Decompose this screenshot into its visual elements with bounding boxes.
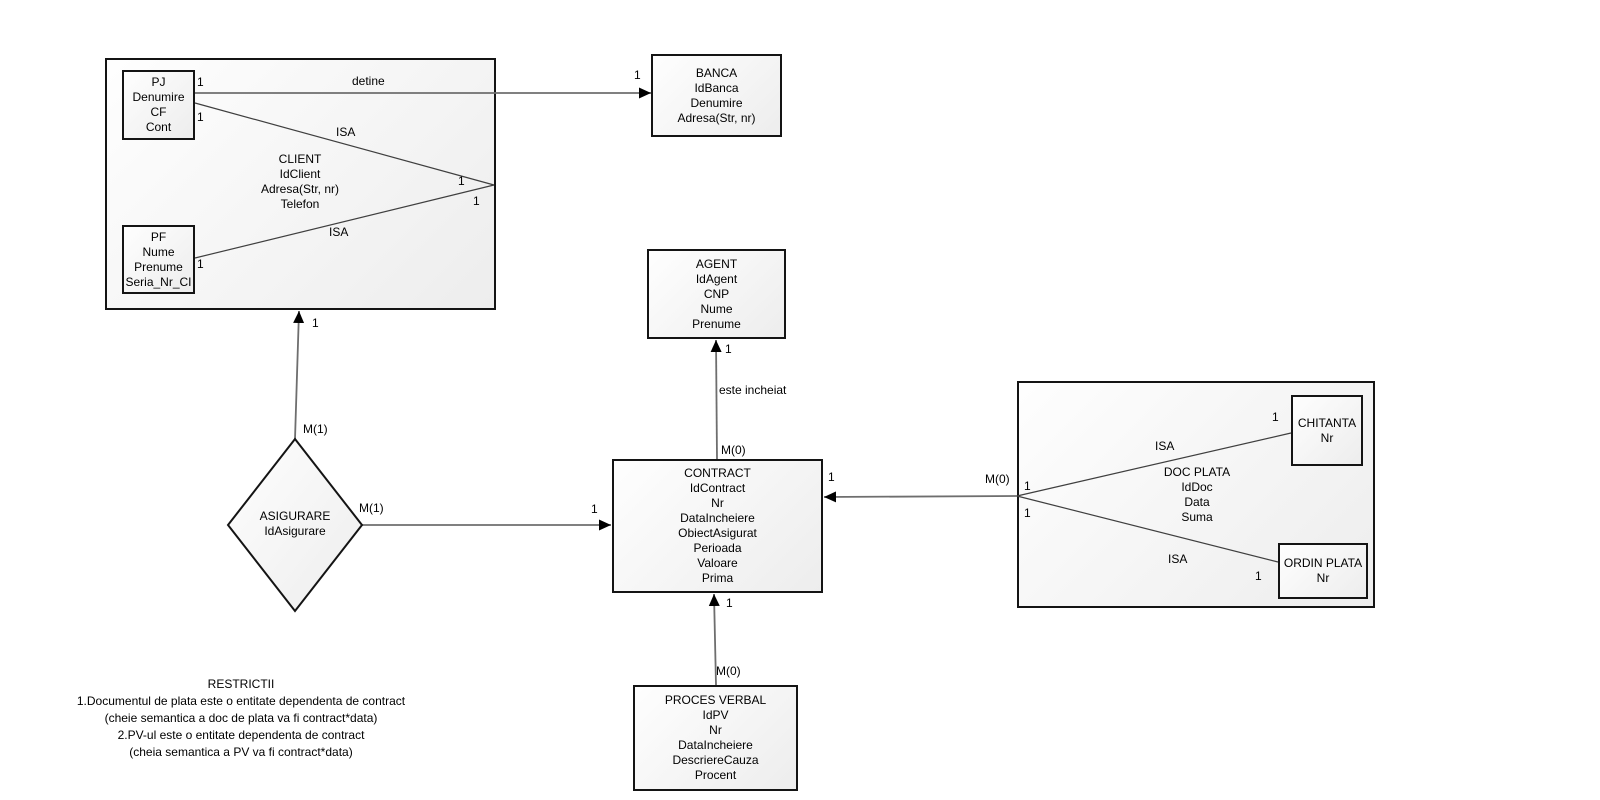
entity-chitanta[interactable]: CHITANTA Nr	[1291, 395, 1363, 466]
entity-agent[interactable]: AGENT IdAgent CNP Nume Prenume	[647, 249, 786, 339]
entity-attribute: Prima	[701, 571, 734, 585]
edge-contract-este-incheiat-agent[interactable]	[710, 339, 722, 460]
edge-isa-chitanta-docplata[interactable]	[1016, 432, 1292, 497]
cardinality-proces-verbal-top: M(0)	[716, 664, 741, 678]
edge-isa-pj-client[interactable]	[194, 102, 495, 186]
entity-client-label: CLIENT IdClient Adresa(Str, nr) Telefon	[200, 152, 400, 212]
cardinality-contract-left: 1	[591, 502, 598, 516]
cardinality-contract-top: M(0)	[721, 443, 746, 457]
entity-attribute: Adresa(Str, nr)	[260, 182, 340, 196]
entity-attribute: Nume	[142, 244, 175, 259]
entity-attribute: DescriereCauza	[672, 753, 759, 767]
entity-attribute: ObiectAsigurat	[678, 526, 757, 540]
cardinality-docplata-isa-top: 1	[1024, 479, 1031, 493]
edge-procesverbal-contract[interactable]	[708, 593, 720, 686]
edge-isa-ordinplata-docplata[interactable]	[1016, 495, 1279, 563]
cardinality-client-isa-top: 1	[458, 174, 465, 188]
entity-attribute: Prenume	[692, 316, 741, 331]
entity-name: CLIENT	[278, 152, 322, 166]
entity-pj[interactable]: PJ Denumire CF Cont	[122, 70, 195, 140]
cardinality-chitanta: 1	[1272, 410, 1279, 424]
restrictions-line-3: 2.PV-ul este o entitate dependenta de co…	[117, 728, 365, 742]
cardinality-asigurare-top: M(1)	[303, 422, 328, 436]
relationship-asigurare-label: ASIGURARE IdAsigurare	[235, 509, 355, 539]
entity-name: ORDIN PLATA	[1283, 556, 1363, 570]
restrictions-line-2: (cheie semantica a doc de plata va fi co…	[104, 711, 378, 725]
edge-label-detine: detine	[352, 74, 385, 88]
entity-banca[interactable]: BANCA IdBanca Denumire Adresa(Str, nr)	[651, 54, 782, 137]
entity-attribute: Nume	[700, 301, 733, 316]
edge-docplata-contract[interactable]	[823, 491, 1018, 503]
cardinality-docplata-left: M(0)	[985, 472, 1010, 486]
cardinality-docplata-isa-bottom: 1	[1024, 506, 1031, 520]
entity-name: PF	[150, 229, 167, 244]
entity-name: AGENT	[695, 256, 738, 271]
entity-attribute: IdClient	[279, 167, 321, 181]
relationship-attribute: IdAsigurare	[264, 524, 326, 538]
entity-attribute: Prenume	[134, 259, 183, 274]
entity-name: CONTRACT	[684, 466, 751, 480]
entity-attribute: IdAgent	[695, 271, 738, 286]
entity-attribute: Procent	[694, 768, 737, 782]
cardinality-banca: 1	[634, 68, 641, 82]
entity-attribute: Nr	[711, 496, 724, 510]
cardinality-agent: 1	[725, 342, 732, 356]
entity-contract[interactable]: CONTRACT IdContract Nr DataIncheiere Obi…	[612, 459, 823, 593]
cardinality-pf-isa: 1	[197, 257, 204, 271]
entity-attribute: Denumire	[132, 90, 185, 104]
entity-name: PJ	[151, 75, 166, 89]
entity-attribute: IdDoc	[1181, 480, 1213, 494]
cardinality-contract-bottom: 1	[726, 596, 733, 610]
cardinality-pj-detine: 1	[197, 75, 204, 89]
cardinality-asigurare-right: M(1)	[359, 501, 384, 515]
entity-pf[interactable]: PF Nume Prenume Seria_Nr_CI	[122, 225, 195, 294]
cardinality-pj-isa: 1	[197, 110, 204, 124]
entity-attribute: Nr	[709, 723, 722, 737]
entity-attribute: Cont	[145, 120, 172, 134]
entity-name: CHITANTA	[1297, 415, 1357, 430]
entity-attribute: DataIncheiere	[680, 511, 755, 525]
entity-attribute: Telefon	[280, 197, 320, 211]
cardinality-contract-right: 1	[828, 470, 835, 484]
entity-attribute: CF	[150, 105, 167, 119]
edge-label-isa-pj: ISA	[336, 125, 356, 139]
edge-label-este-incheiat: este incheiat	[719, 383, 787, 397]
entity-attribute: DataIncheiere	[678, 738, 753, 752]
restrictions-line-4: (cheia semantica a PV va fi contract*dat…	[129, 745, 353, 759]
entity-attribute: Adresa(Str, nr)	[677, 110, 756, 125]
entity-attribute: IdPV	[702, 708, 729, 722]
entity-name: PROCES VERBAL	[664, 693, 767, 707]
entity-attribute: CNP	[703, 286, 730, 301]
cardinality-client-isa-bottom: 1	[473, 194, 480, 208]
entity-attribute: Valoare	[697, 556, 738, 570]
entity-attribute: IdBanca	[694, 80, 739, 95]
entity-attribute: Seria_Nr_CI	[125, 274, 192, 289]
cardinality-ordin-plata: 1	[1255, 569, 1262, 583]
edge-isa-pf-client[interactable]	[194, 184, 495, 259]
entity-name: BANCA	[695, 65, 738, 80]
entity-name: DOC PLATA	[1163, 465, 1231, 479]
edge-asigurare-client[interactable]	[293, 310, 305, 440]
entity-doc-plata-label: DOC PLATA IdDoc Data Suma	[1117, 465, 1277, 525]
entity-ordin-plata[interactable]: ORDIN PLATA Nr	[1278, 543, 1368, 599]
edge-label-isa-pf: ISA	[329, 225, 349, 239]
entity-attribute: Nr	[1320, 430, 1334, 445]
entity-proces-verbal[interactable]: PROCES VERBAL IdPV Nr DataIncheiere Desc…	[633, 685, 798, 791]
entity-attribute: Nr	[1316, 571, 1330, 585]
entity-attribute: Perioada	[693, 541, 742, 555]
relationship-asigurare-diamond[interactable]	[226, 437, 364, 613]
restrictions-note: RESTRICTII 1.Documentul de plata este o …	[31, 676, 451, 761]
entity-attribute: Data	[1184, 495, 1210, 509]
entity-attribute: IdContract	[689, 481, 746, 495]
relationship-name: ASIGURARE	[259, 509, 331, 523]
restrictions-line-1: 1.Documentul de plata este o entitate de…	[76, 694, 406, 708]
edge-label-isa-chitanta: ISA	[1155, 439, 1175, 453]
entity-attribute: Suma	[1181, 510, 1213, 524]
entity-attribute: Denumire	[690, 95, 743, 110]
edge-label-isa-ordin-plata: ISA	[1168, 552, 1188, 566]
restrictions-title: RESTRICTII	[207, 677, 275, 691]
cardinality-client-asigurare: 1	[312, 316, 319, 330]
